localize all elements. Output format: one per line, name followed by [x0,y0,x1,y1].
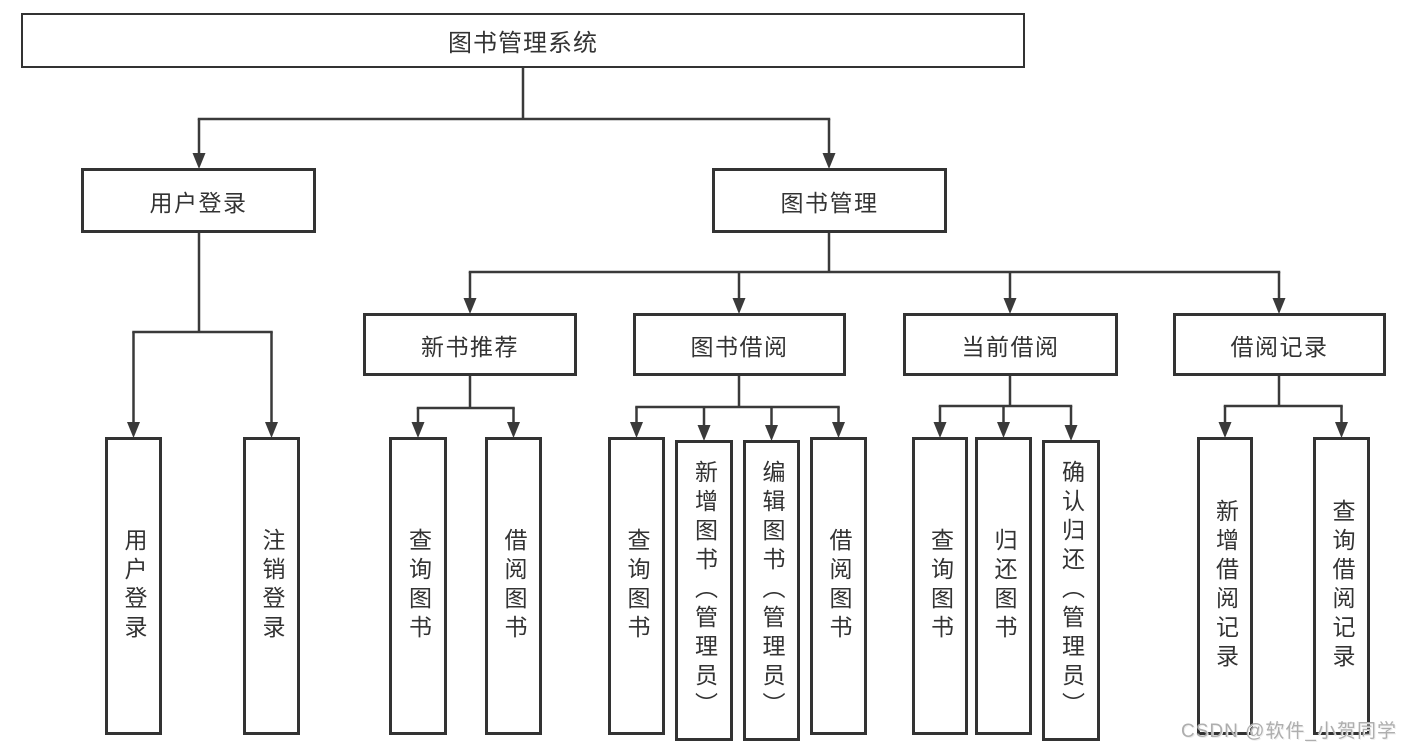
node-label: 查询图书 [405,528,432,644]
node-label: 编辑图书（管理员） [759,460,785,721]
leaf-edit-books-admin: 编辑图书（管理员） [743,440,800,741]
node-label: 用户登录 [121,528,147,644]
leaf-query-books-recommend: 查询图书 [389,437,447,735]
node-label: 查询图书 [624,528,650,644]
node-new-book-recommend: 新书推荐 [363,313,577,376]
node-label: 借阅图书 [826,528,852,644]
node-book-borrowing: 图书借阅 [633,313,846,376]
node-label: 图书借阅 [690,333,789,360]
node-label: 注销登录 [259,528,285,644]
node-label: 查询借阅记录 [1329,499,1355,673]
node-label: 当前借阅 [961,333,1060,360]
leaf-add-borrow-record: 新增借阅记录 [1197,437,1253,735]
node-label: 归还图书 [991,528,1017,644]
node-label: 新书推荐 [421,333,519,360]
node-library-management-system: 图书管理系统 [21,13,1025,68]
leaf-borrow-books-recommend: 借阅图书 [485,437,542,735]
leaf-user-login: 用户登录 [105,437,162,735]
node-label: 确认归还（管理员） [1058,460,1085,721]
leaf-borrow-books-borrowing: 借阅图书 [810,437,867,735]
leaf-add-books-admin: 新增图书（管理员） [675,440,733,741]
node-user-login: 用户登录 [81,168,316,233]
node-label: 借阅记录 [1230,333,1329,360]
leaf-confirm-return-admin: 确认归还（管理员） [1042,440,1100,741]
leaf-return-books: 归还图书 [975,437,1032,735]
node-borrowing-records: 借阅记录 [1173,313,1386,376]
node-label: 图书管理系统 [448,30,598,57]
leaf-query-borrow-record: 查询借阅记录 [1313,437,1370,735]
csdn-watermark: CSDN @软件_小贺同学 [1181,721,1397,742]
node-label: 新增借阅记录 [1212,499,1239,673]
leaf-query-books-borrowing: 查询图书 [608,437,665,735]
node-label: 查询图书 [927,528,954,644]
node-label: 图书管理 [780,189,879,216]
node-book-management: 图书管理 [712,168,947,233]
leaf-query-books-current: 查询图书 [912,437,968,735]
node-label: 用户登录 [149,189,248,216]
node-label: 借阅图书 [501,528,527,644]
node-label: 新增图书（管理员） [691,460,718,721]
node-current-borrowing: 当前借阅 [903,313,1118,376]
leaf-logout-login: 注销登录 [243,437,300,735]
